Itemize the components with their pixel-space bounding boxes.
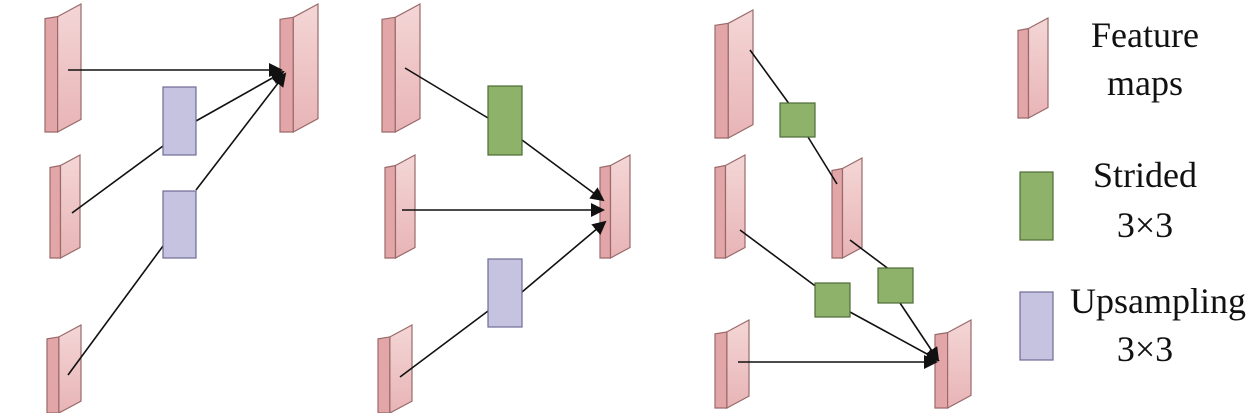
legend-strided-line1: Strided <box>1093 155 1197 195</box>
legend-upsampling-line2: 3×3 <box>1117 329 1173 369</box>
upsampling-icon <box>1019 291 1054 361</box>
feature-map-side-face <box>831 167 844 259</box>
feature-map-side-face <box>714 164 727 259</box>
feature-map-front-face <box>59 153 81 260</box>
feature-map-p1-top <box>44 2 82 134</box>
feature-map-front-face <box>389 323 413 413</box>
feature-map-front-face <box>56 2 82 134</box>
legend-strided-line2: 3×3 <box>1117 205 1173 245</box>
feature-map-side-face <box>1017 27 1030 119</box>
arrow-p1-up2-to-out <box>195 72 287 191</box>
feature-map-side-face <box>49 164 62 259</box>
legend-feature-maps-line2: maps <box>1107 63 1183 103</box>
feature-map-side-face <box>377 336 391 413</box>
feature-map-p1-bot <box>46 323 82 413</box>
feature-map-side-face <box>44 15 59 133</box>
legend-feature-maps-icon <box>1017 16 1049 120</box>
panel-mixed <box>377 2 631 413</box>
line-p1-mid-to-up1 <box>71 145 164 214</box>
feature-map-p3-mid <box>714 153 746 260</box>
feature-map-p2-out <box>599 153 631 260</box>
arrow-p1-up1-to-out <box>195 71 285 122</box>
feature-map-side-face <box>384 164 397 259</box>
feature-map-p2-top <box>381 2 421 134</box>
arrow-p3-st2-to-out <box>849 311 940 361</box>
arrow-p3-st3-to-out <box>899 302 940 362</box>
feature-map-front-face <box>394 153 416 260</box>
upsampling-block-p1-1 <box>162 86 197 156</box>
upsampling-block-p2 <box>487 258 523 328</box>
line-p3-mid-to-st2 <box>739 229 819 289</box>
feature-map-side-face <box>599 164 612 259</box>
feature-map-side-face <box>934 331 949 409</box>
strided-conv-icon <box>1019 171 1054 241</box>
feature-map-side-face <box>46 336 60 413</box>
line-p3-top-to-st1 <box>749 49 791 106</box>
feature-map-front-face <box>727 8 754 140</box>
legend: Feature maps Strided 3×3 Upsampling 3×3 <box>1017 15 1246 369</box>
feature-map-front-face <box>946 318 972 410</box>
upsampling-block-p1-2 <box>162 190 197 259</box>
panel-strided <box>714 8 972 410</box>
panel-upsampling <box>44 2 319 413</box>
feature-map-p3-out <box>934 318 972 410</box>
strided-block-p2 <box>487 85 523 156</box>
feature-map-front-face <box>58 323 82 413</box>
arrow-p2-up-to-out <box>521 220 607 293</box>
feature-map-side-face <box>714 22 729 139</box>
line-p2-bot-to-up <box>399 310 489 378</box>
legend-upsampling-line1: Upsampling <box>1070 281 1246 321</box>
feature-map-p3-bot <box>714 318 750 410</box>
arrow-p2-strided-to-out <box>521 139 605 202</box>
feature-map-side-face <box>381 16 396 133</box>
feature-map-p1-out <box>279 2 319 134</box>
feature-map-side-face <box>279 16 294 133</box>
feature-map-side-face <box>714 331 728 409</box>
line-p3-st1-to-inter <box>807 136 838 185</box>
feature-map-front-face <box>394 2 421 134</box>
feature-map-p3-top <box>714 8 754 140</box>
feature-map-front-face <box>841 156 863 260</box>
strided-block-p3-3 <box>877 267 914 304</box>
feature-map-p2-bot <box>377 323 413 413</box>
feature-map-front-face <box>724 153 746 260</box>
feature-map-front-face <box>609 153 631 260</box>
legend-feature-maps-line1: Feature <box>1091 15 1199 55</box>
feature-map-p1-mid <box>49 153 81 260</box>
feature-map-p2-mid <box>384 153 416 260</box>
line-p1-bot-to-up2 <box>67 245 164 376</box>
feature-map-p3-inter <box>831 156 863 260</box>
strided-block-p3-2 <box>814 282 851 318</box>
line-p2-top-to-strided <box>404 67 489 119</box>
strided-block-p3-1 <box>779 102 816 138</box>
feature-map-front-face <box>726 318 750 410</box>
feature-map-front-face <box>1027 16 1049 120</box>
feature-map-front-face <box>292 2 319 134</box>
line-p3-inter-to-st3 <box>849 239 891 271</box>
